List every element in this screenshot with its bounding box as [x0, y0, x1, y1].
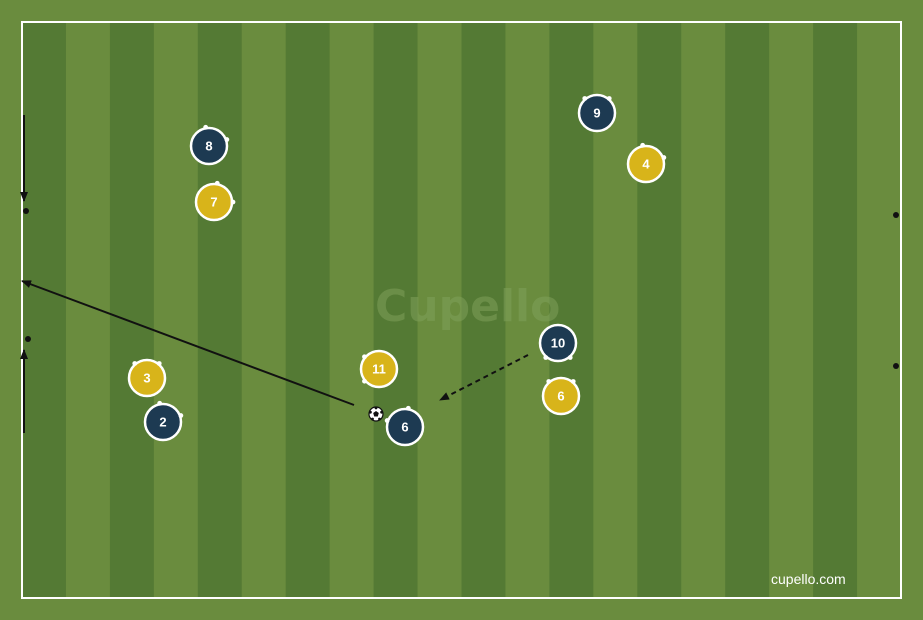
- grass-stripe: [241, 22, 287, 598]
- player-orientation-dot: [362, 354, 367, 360]
- player-orientation-dot: [384, 418, 390, 423]
- left-goal-post-bottom: [25, 336, 31, 342]
- grass-stripe: [22, 22, 67, 598]
- grass-stripes: [22, 22, 902, 598]
- grass-stripe: [109, 22, 155, 598]
- players-layer: 8 7 9 4 10 6 11 6 3 2: [127, 93, 667, 447]
- player-orientation-dot: [640, 142, 646, 148]
- grass-stripe: [461, 22, 506, 598]
- goal-markers: [23, 208, 899, 369]
- player-orientation-dot: [543, 355, 549, 360]
- grass-stripe: [725, 22, 770, 598]
- player-number: 10: [551, 336, 565, 351]
- grass-stripe: [197, 22, 243, 598]
- player-token-dark-8[interactable]: 8: [189, 124, 230, 166]
- grass-stripe: [417, 22, 462, 598]
- player-circle: [189, 126, 229, 166]
- player-circle: [538, 323, 578, 363]
- player-token-yellow-3[interactable]: 3: [127, 358, 167, 398]
- grass-stripe: [681, 22, 726, 598]
- player-number: 11: [372, 362, 386, 377]
- player-circle: [541, 376, 581, 416]
- player-orientation-dot: [157, 400, 163, 406]
- player-circle: [626, 144, 666, 184]
- player-token-dark-9[interactable]: 9: [577, 93, 617, 133]
- grass-stripe: [65, 22, 111, 598]
- footer-site-label: cupello.com: [771, 571, 846, 587]
- grass-stripe: [857, 22, 902, 598]
- player-token-dark-6[interactable]: 6: [384, 405, 425, 447]
- player-circle: [359, 349, 399, 389]
- player-orientation-dot: [156, 361, 162, 366]
- watermark: Cupello: [375, 281, 560, 332]
- player-orientation-dot: [203, 124, 209, 130]
- player-orientation-dot: [230, 199, 236, 205]
- watermark-text: Cupello: [375, 281, 560, 332]
- player-number: 9: [593, 106, 600, 121]
- player-number: 2: [159, 415, 166, 430]
- player-orientation-dot: [405, 405, 411, 411]
- player-orientation-dot: [132, 361, 138, 366]
- player-circle: [143, 402, 183, 442]
- player-orientation-dot: [582, 96, 588, 101]
- player-circle: [385, 407, 425, 447]
- player-number: 3: [143, 371, 150, 386]
- grass-stripe: [505, 22, 550, 598]
- pitch-boundary: [21, 21, 902, 599]
- left-goal-post-top: [23, 208, 29, 214]
- player-orientation-dot: [546, 379, 552, 384]
- soccer-ball-icon[interactable]: [368, 406, 384, 422]
- player-circle: [127, 358, 167, 398]
- player-number: 4: [642, 157, 650, 172]
- movement-arrows: [20, 115, 529, 433]
- player-orientation-dot: [606, 96, 612, 101]
- player-number: 8: [205, 139, 212, 154]
- player-orientation-dot: [178, 413, 184, 418]
- player-orientation-dot: [661, 155, 667, 160]
- player-number: 6: [401, 420, 408, 435]
- player-orientation-dot: [362, 378, 367, 384]
- player-orientation-dot: [567, 355, 573, 360]
- grass-stripe: [285, 22, 331, 598]
- grass-stripe: [153, 22, 199, 598]
- player-token-dark-2[interactable]: 2: [143, 400, 184, 442]
- grass-stripe: [637, 22, 682, 598]
- player-orientation-dot: [224, 137, 230, 142]
- player-token-yellow-4[interactable]: 4: [626, 142, 667, 184]
- player-circle: [577, 93, 617, 133]
- player-token-yellow-7[interactable]: 7: [194, 180, 236, 222]
- right-goal-post-top: [893, 212, 899, 218]
- player-orientation-dot: [214, 180, 220, 186]
- pass-arrow: [21, 280, 355, 406]
- grass-stripe: [813, 22, 858, 598]
- right-goal-post-bottom: [893, 363, 899, 369]
- player-token-yellow-11[interactable]: 11: [359, 349, 399, 389]
- grass-stripe: [373, 22, 419, 598]
- grass-stripe: [329, 22, 375, 598]
- player-orientation-dot: [570, 379, 576, 384]
- player-number: 7: [210, 195, 217, 210]
- grass-stripe: [769, 22, 814, 598]
- player-token-dark-10[interactable]: 10: [538, 323, 578, 363]
- run-arrow: [439, 354, 529, 401]
- player-token-yellow-6[interactable]: 6: [541, 376, 581, 416]
- player-number: 6: [557, 389, 564, 404]
